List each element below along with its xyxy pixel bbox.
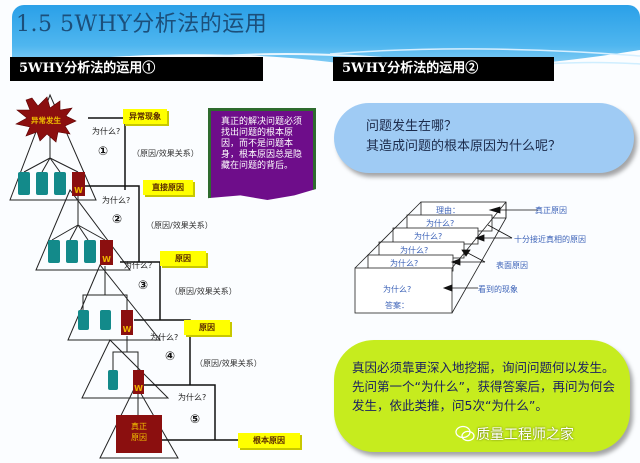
true-cause-box-label: 真正 原因 bbox=[131, 422, 147, 442]
page-title: 1.5 5WHY分析法的运用 bbox=[16, 12, 268, 37]
root-cause-note-card: 真正的解决问题必须找出问题的根本原因，而不是问题本身，根本原因总是隐藏在问题的背… bbox=[208, 108, 316, 200]
svg-text:W: W bbox=[102, 255, 111, 264]
annotation-surface-cause: 表面原因 bbox=[496, 261, 528, 270]
step-number-4: ④ bbox=[165, 349, 176, 363]
layer-label-why-2: 为什么? bbox=[414, 232, 443, 241]
conclusion-bubble bbox=[334, 340, 630, 452]
layer-label-why-3: 为什么? bbox=[400, 246, 429, 255]
layer-label-reason: 理由： bbox=[436, 206, 460, 215]
question-line-2: 其造成问题的根本原因为什么呢？ bbox=[366, 139, 562, 154]
annotation-near-cause: 十分接近真相的原因 bbox=[514, 235, 586, 244]
question-line-1: 问题发生在哪？ bbox=[366, 119, 458, 134]
step-number-2: ② bbox=[112, 212, 123, 226]
conclusion-text: 真因必须靠更深入地挖掘，询问问题何以发生。先问第一个“为什么”，获得答案后，再问… bbox=[352, 360, 615, 413]
why-label-3: 为什么? bbox=[124, 261, 153, 270]
annotation-observed-phenomenon: 看到的现象 bbox=[478, 285, 518, 294]
relation-label-2: （原因/效果关系） bbox=[146, 221, 213, 230]
step-number-3: ③ bbox=[138, 278, 149, 292]
result-label-abnormal: 异常现象 bbox=[123, 109, 167, 124]
result-label-cause-4: 原因 bbox=[184, 320, 230, 335]
step-number-1: ① bbox=[98, 144, 109, 158]
relation-label-4: （原因/效果关系） bbox=[195, 359, 262, 368]
burst-label: 异常发生 bbox=[31, 115, 61, 125]
wechat-icon bbox=[455, 425, 475, 442]
result-label-direct-cause: 直接原因 bbox=[143, 180, 193, 195]
five-why-cascade-diagram: W W W W 异常发生 bbox=[9, 93, 238, 459]
result-label-root-cause: 根本原因 bbox=[238, 433, 300, 448]
why-label-1: 为什么? bbox=[92, 127, 121, 136]
front-answer-label: 答案： bbox=[385, 301, 409, 310]
section-title-left: 5WHY分析法的运用① bbox=[10, 57, 263, 81]
watermark-text: 质量工程师之家 bbox=[476, 427, 574, 443]
result-label-cause-3: 原因 bbox=[160, 251, 206, 266]
layered-box-diagram bbox=[354, 201, 538, 314]
svg-text:W: W bbox=[134, 384, 143, 393]
layer-label-why-4: 为什么? bbox=[390, 259, 419, 268]
svg-text:W: W bbox=[123, 325, 132, 334]
front-why-label: 为什么? bbox=[383, 285, 412, 294]
why-label-5: 为什么? bbox=[178, 393, 207, 402]
why-label-2: 为什么? bbox=[102, 196, 131, 205]
relation-label-1: （原因/效果关系） bbox=[132, 149, 199, 158]
step-number-5: ⑤ bbox=[190, 412, 201, 426]
svg-text:W: W bbox=[74, 186, 83, 195]
question-bubble bbox=[334, 103, 634, 173]
annotation-true-cause: 真正原因 bbox=[535, 206, 567, 215]
section-title-right: 5WHY分析法的运用② bbox=[333, 57, 554, 81]
layer-label-why-1: 为什么? bbox=[426, 219, 455, 228]
why-label-4: 为什么? bbox=[150, 333, 179, 342]
relation-label-3: （原因/效果关系） bbox=[170, 287, 237, 296]
question-bubble-text: 问题发生在哪？ 其造成问题的根本原因为什么呢？ bbox=[366, 117, 561, 157]
